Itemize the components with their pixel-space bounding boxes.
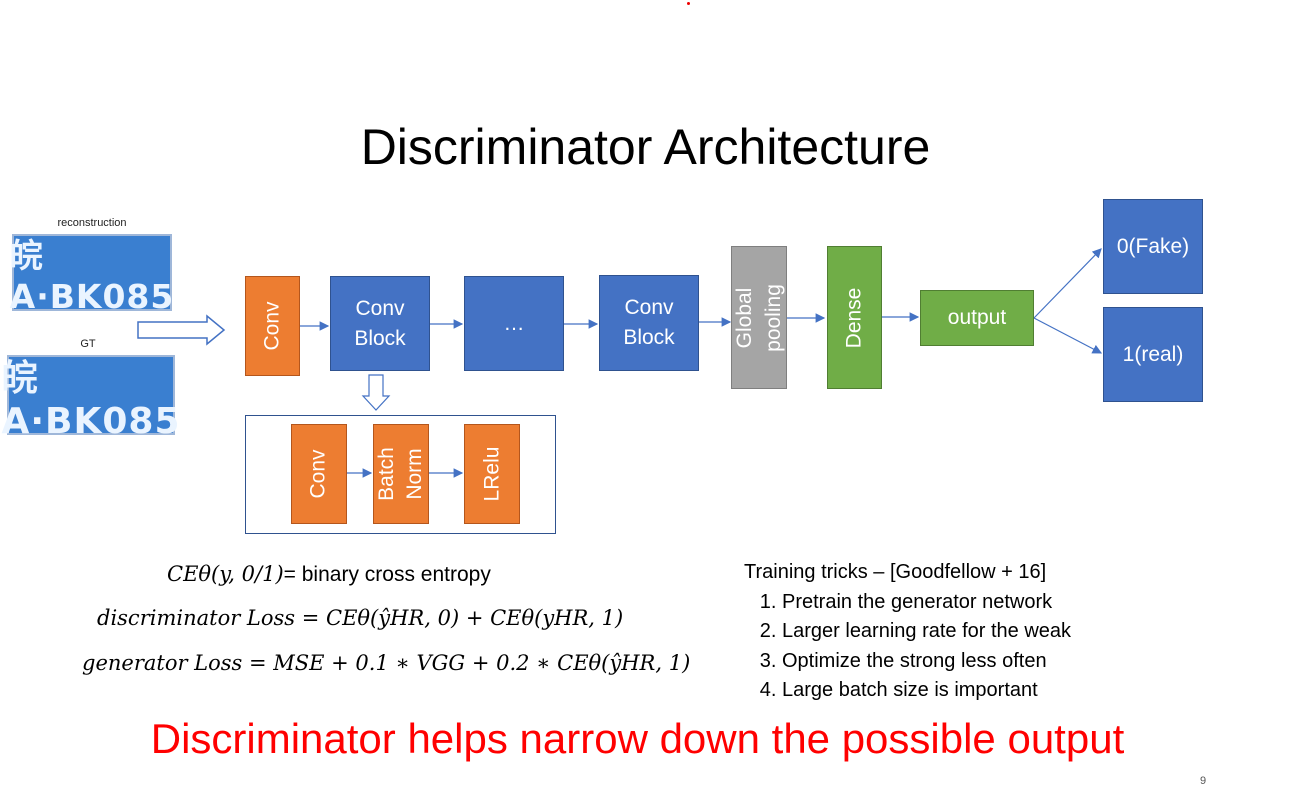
ellipsis-box: … [464,276,564,371]
conv-layer-label: Conv [260,301,284,351]
conv-block-2-box: Conv Block [599,275,699,371]
sub-lrelu-box: LRelu [464,424,520,524]
conv-block-1-label: Conv Block [354,296,406,350]
training-tricks-list: Pretrain the generator network Larger le… [744,588,1071,706]
trick-item: Large batch size is important [782,676,1071,706]
gt-caption: GT [80,338,96,350]
gt-plate-text: 皖A·BK085 [1,357,181,442]
real-output-label: 1(real) [1122,342,1184,366]
conv-layer-box: Conv [245,276,300,376]
trick-item: Larger learning rate for the weak [782,617,1071,647]
conv-block-2-label: Conv Block [623,296,675,349]
fake-output-box: 0(Fake) [1103,199,1203,294]
training-tricks: Training tricks – [Goodfellow + 16] Pret… [744,558,1071,706]
generator-loss-formula: generator Loss = MSE + 0.1 ∗ VGG + 0.2 ∗… [82,651,691,675]
global-pooling-box: Global pooling [731,246,787,389]
real-output-box: 1(real) [1103,307,1203,402]
discriminator-loss-formula: discriminator Loss = CEθ(ŷHR, 0) + CEθ(y… [97,606,624,630]
ce-definition-rhs: = binary cross entropy [283,563,491,586]
input-arrow [137,314,226,346]
global-pooling-label: Global pooling [733,283,785,352]
training-tricks-heading: Training tricks – [Goodfellow + 16] [744,561,1047,583]
trick-item: Optimize the strong less often [782,647,1071,677]
dense-layer-label: Dense [842,287,866,348]
ce-definition: CEθ(y, 0/1)= binary cross entropy [167,562,491,587]
red-dot-mark [687,2,690,5]
arrow-output-to-real [1033,317,1103,354]
ce-definition-lhs: CEθ(y, 0/1) [167,562,284,586]
sub-batchnorm-label: Batch Norm [375,447,426,501]
ellipsis-label: … [503,311,525,335]
arrow-output-to-fake [1033,248,1102,319]
conv-block-detail-frame [245,415,556,534]
sub-conv-label: Conv [307,449,330,499]
trick-item: Pretrain the generator network [782,588,1071,618]
reconstruction-plate-text: 皖A·BK085 [9,236,175,316]
sub-conv-box: Conv [291,424,347,524]
page-number: 9 [1200,775,1207,787]
reconstruction-caption: reconstruction [57,217,127,229]
fake-output-label: 0(Fake) [1116,234,1190,258]
sub-batchnorm-box: Batch Norm [373,424,429,524]
dense-layer-box: Dense [827,246,882,389]
gt-image: 皖A·BK085 [2,355,180,442]
conclusion-text: Discriminator helps narrow down the poss… [150,715,1125,762]
output-label: output [947,306,1007,329]
output-box: output [920,290,1034,346]
conv-block-1-box: Conv Block [330,276,430,371]
expand-arrow [361,374,391,411]
slide-title: Discriminator Architecture [360,119,931,175]
reconstruction-image: 皖A·BK085 [10,234,173,316]
sub-lrelu-label: LRelu [480,446,503,502]
